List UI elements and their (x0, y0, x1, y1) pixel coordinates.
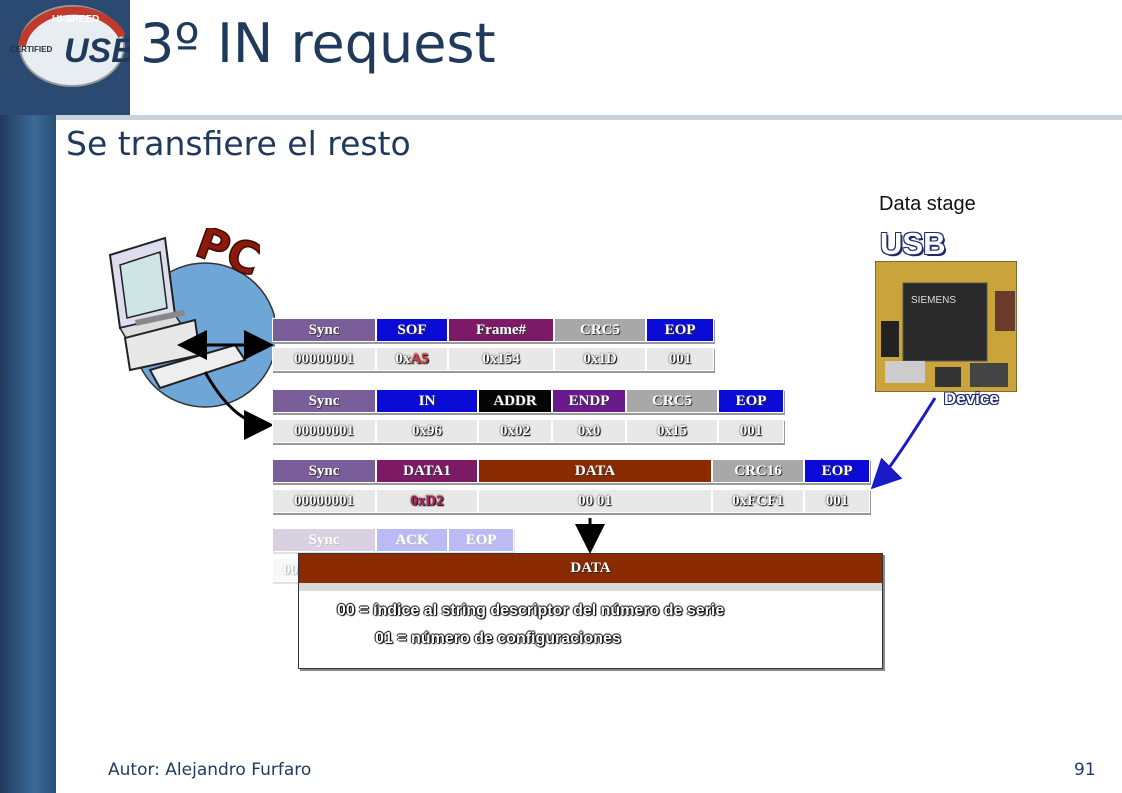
in-val-addr: 0x02 (478, 419, 552, 443)
logo-certified-text: CERTIFIED (10, 45, 52, 54)
in-hdr-sync: Sync (272, 389, 376, 413)
data-val-eop: 001 (804, 489, 870, 513)
sof-hdr-sof: SOF (376, 318, 448, 342)
in-hdr-addr: ADDR (478, 389, 552, 413)
data-val-data1: 0xD2 (376, 489, 478, 513)
ack-hdr-sync: Sync (272, 528, 376, 552)
in-val-crc5: 0x15 (626, 419, 718, 443)
chip-label: SIEMENS (911, 295, 956, 306)
device-label: Device (944, 389, 999, 408)
usb-device-label: USB (880, 226, 946, 261)
data-hdr-crc16: CRC16 (712, 459, 804, 483)
logo-usb-text: USB (64, 32, 130, 70)
in-hdr-crc5: CRC5 (626, 389, 718, 413)
sof-hdr-sync: Sync (272, 318, 376, 342)
title-divider (56, 115, 1122, 120)
pc-label: PC (190, 228, 260, 287)
footer-page-number: 91 (1074, 760, 1096, 780)
in-hdr-in: IN (376, 389, 478, 413)
popup-line-2: 01 = número de configuraciones (375, 630, 621, 647)
sof-val-crc5: 0x1D (554, 347, 646, 371)
data-val-sync: 00000001 (272, 489, 376, 513)
ack-hdr-ack: ACK (376, 528, 448, 552)
sof-hdr-frame: Frame# (448, 318, 554, 342)
data-hdr-eop: EOP (804, 459, 870, 483)
in-val-endp: 0x0 (552, 419, 626, 443)
sof-hdr-eop: EOP (646, 318, 714, 342)
popup-header-shadow (299, 583, 882, 591)
in-val-sync: 00000001 (272, 419, 376, 443)
pc-label-graphic: PC (190, 228, 260, 288)
in-val-eop: 001 (718, 419, 784, 443)
data-hdr-sync: Sync (272, 459, 376, 483)
sof-val-frame: 0x154 (448, 347, 554, 371)
sof-hdr-crc5: CRC5 (554, 318, 646, 342)
data-detail-popup: DATA 00 = índice al string descriptor de… (298, 553, 883, 669)
in-hdr-endp: ENDP (552, 389, 626, 413)
popup-line-1: 00 = índice al string descriptor del núm… (337, 602, 725, 619)
sof-val-sync: 00000001 (272, 347, 376, 371)
device-arrow (870, 397, 937, 490)
data-stage-label: Data stage (879, 193, 976, 215)
usb-certified-logo: HI-SPEED CERTIFIED USB (10, 5, 130, 87)
popup-header: DATA (299, 554, 882, 583)
logo-hispeed-text: HI-SPEED (52, 14, 99, 25)
sof-val-eop: 001 (646, 347, 714, 371)
in-hdr-eop: EOP (718, 389, 784, 413)
footer-author: Autor: Alejandro Furfaro (108, 760, 312, 780)
left-sidebar-band (0, 0, 56, 793)
in-val-in: 0x96 (376, 419, 478, 443)
ack-hdr-eop: EOP (448, 528, 514, 552)
slide-subtitle: Se transfiere el resto (66, 124, 411, 163)
slide-title: 3º IN request (140, 12, 496, 75)
data-hdr-data: DATA (478, 459, 712, 483)
data-val-data: 00 01 (478, 489, 712, 513)
device-image: SIEMENS (875, 261, 1017, 392)
data-val-crc16: 0xFCF1 (712, 489, 804, 513)
data-hdr-data1: DATA1 (376, 459, 478, 483)
